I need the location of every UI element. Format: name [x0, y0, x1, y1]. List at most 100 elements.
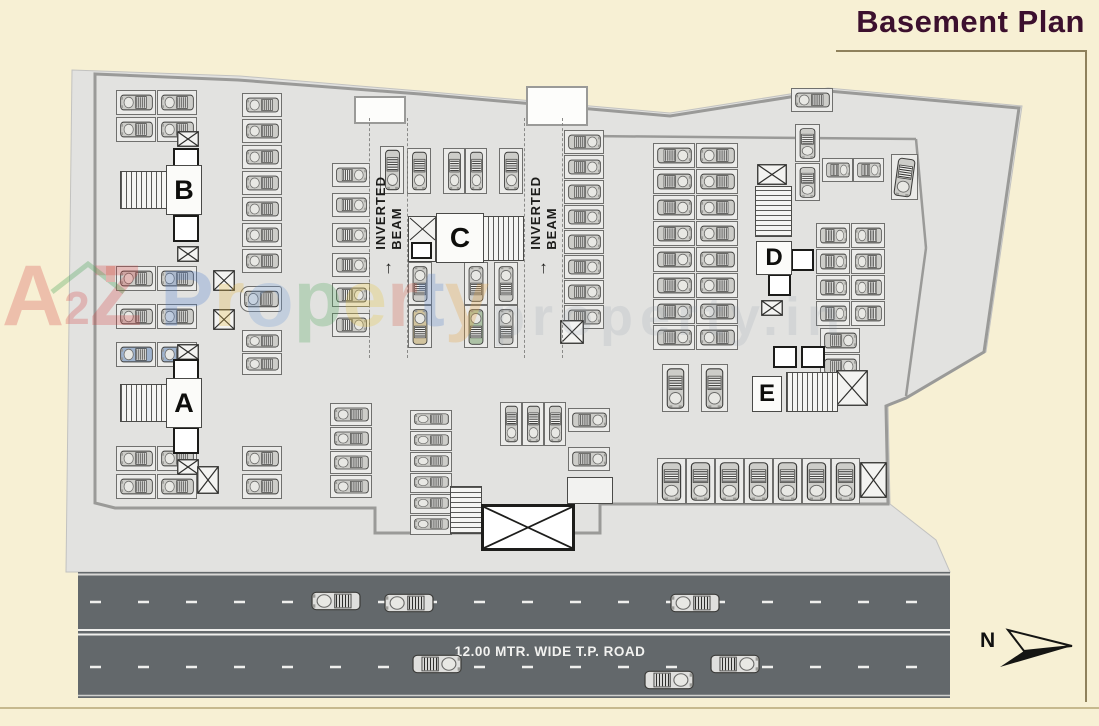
car-icon — [335, 227, 367, 243]
lift-shaft — [801, 346, 825, 368]
cross-hatch-box — [860, 462, 887, 498]
parked-car — [413, 413, 449, 426]
parked-car — [571, 451, 607, 467]
parked-car — [656, 329, 692, 346]
car-icon — [503, 151, 519, 191]
x-icon — [213, 309, 235, 330]
x-icon — [177, 246, 199, 262]
parked-car — [333, 479, 369, 494]
parked-car — [799, 166, 816, 198]
car-icon — [666, 367, 685, 409]
car-icon — [571, 451, 607, 467]
parked-car — [666, 367, 685, 409]
car-icon — [504, 405, 518, 443]
parked-car — [856, 162, 881, 178]
car-icon — [719, 461, 740, 501]
parked-car — [656, 225, 692, 242]
parked-car — [854, 305, 882, 322]
parked-car — [498, 265, 514, 302]
car-icon — [656, 329, 692, 346]
cross-hatch-box — [213, 270, 235, 291]
parked-car — [245, 253, 279, 269]
car-icon — [794, 92, 830, 108]
parked-car — [644, 670, 694, 690]
car-icon — [119, 270, 153, 287]
road-label: 12.00 MTR. WIDE T.P. ROAD — [454, 644, 646, 659]
parked-car — [661, 461, 682, 501]
x-icon — [177, 344, 199, 360]
car-icon — [799, 166, 816, 198]
lift-shaft — [773, 346, 797, 368]
parked-car — [412, 265, 428, 302]
car-icon — [335, 167, 367, 183]
car-icon — [412, 654, 462, 674]
car-icon — [160, 308, 194, 325]
cross-hatch-box — [197, 466, 219, 494]
parked-car — [656, 199, 692, 216]
parked-car — [333, 407, 369, 422]
car-icon — [160, 94, 194, 111]
parked-car — [160, 308, 194, 325]
parked-car — [245, 227, 279, 243]
car-icon — [245, 478, 279, 495]
parked-car — [699, 277, 735, 294]
parked-car — [526, 405, 540, 443]
car-icon — [498, 265, 514, 302]
staircase — [786, 372, 838, 412]
car-icon — [819, 305, 847, 322]
parked-car — [656, 147, 692, 164]
parked-car — [699, 173, 735, 190]
car-icon — [333, 407, 369, 422]
car-icon — [567, 159, 601, 175]
parked-car — [710, 654, 760, 674]
parked-car — [411, 151, 427, 191]
cross-hatch-box — [177, 459, 199, 475]
x-icon — [860, 462, 887, 498]
car-icon — [526, 405, 540, 443]
parked-car — [333, 455, 369, 470]
x-icon — [197, 466, 219, 494]
parked-car — [567, 234, 601, 250]
parked-car — [333, 431, 369, 446]
parked-car — [160, 270, 194, 287]
staircase — [120, 384, 167, 422]
car-icon — [311, 591, 361, 611]
car-icon — [699, 199, 735, 216]
parked-car — [799, 127, 816, 159]
car-icon — [823, 332, 857, 349]
car-icon — [799, 127, 816, 159]
x-icon — [757, 164, 787, 185]
parked-car — [413, 497, 449, 510]
car-icon — [160, 478, 194, 495]
frame-line-bottom — [0, 707, 1099, 709]
parked-car — [498, 308, 514, 345]
car-icon — [335, 287, 367, 303]
car-icon — [893, 157, 916, 197]
parked-car — [119, 308, 153, 325]
car-icon — [656, 303, 692, 320]
car-icon — [567, 134, 601, 150]
parked-car — [699, 147, 735, 164]
parked-car — [567, 159, 601, 175]
entry-bay — [526, 86, 588, 126]
parked-car — [748, 461, 769, 501]
car-icon — [854, 253, 882, 270]
parked-car — [469, 151, 483, 191]
lift-shaft — [173, 215, 199, 242]
cross-hatch-box — [177, 131, 199, 147]
car-icon — [748, 461, 769, 501]
car-icon — [447, 151, 461, 191]
cross-hatch-box — [761, 300, 783, 316]
parked-car — [656, 173, 692, 190]
parked-car — [567, 259, 601, 275]
parked-car — [699, 225, 735, 242]
cross-hatch-box — [177, 344, 199, 360]
parked-car — [413, 476, 449, 489]
car-icon — [412, 308, 428, 345]
car-icon — [656, 173, 692, 190]
parked-car — [823, 332, 857, 349]
parked-car — [160, 94, 194, 111]
parked-car — [819, 227, 847, 244]
